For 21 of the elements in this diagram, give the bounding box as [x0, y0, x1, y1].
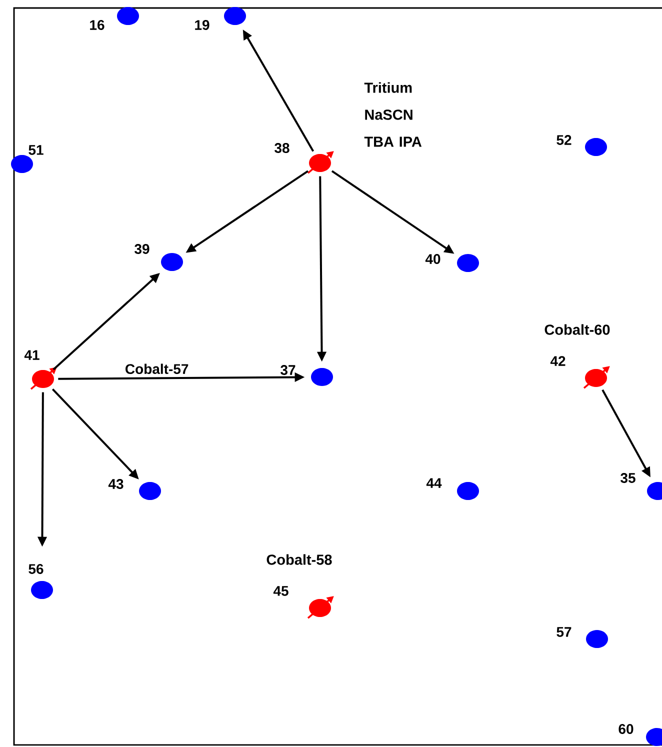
- well-number: 16: [90, 20, 104, 30]
- well-number: 39: [134, 244, 150, 254]
- well-number: 60: [618, 724, 634, 734]
- well-number: 44: [426, 478, 442, 488]
- well-number: 38: [274, 143, 290, 153]
- well-number: 57: [556, 627, 572, 637]
- well-number: 52: [556, 135, 572, 145]
- tracer-label: Cobalt-58: [266, 554, 332, 565]
- well-number: 35: [620, 473, 636, 483]
- well-number: 51: [28, 145, 44, 155]
- well-number: 41: [24, 350, 40, 360]
- well-number: 40: [425, 254, 440, 264]
- well-number: 42: [550, 356, 566, 366]
- well-number: 56: [28, 564, 44, 574]
- tracer-label: Tritium NaSCN TBA IPA: [364, 82, 422, 147]
- tracer-label: Cobalt-60: [544, 324, 610, 335]
- well-number: 19: [195, 20, 210, 30]
- well-number: 45: [273, 586, 288, 596]
- well-number: 37: [280, 365, 296, 375]
- edge-label: Cobalt-57: [124, 362, 190, 375]
- well-number: 43: [108, 479, 124, 489]
